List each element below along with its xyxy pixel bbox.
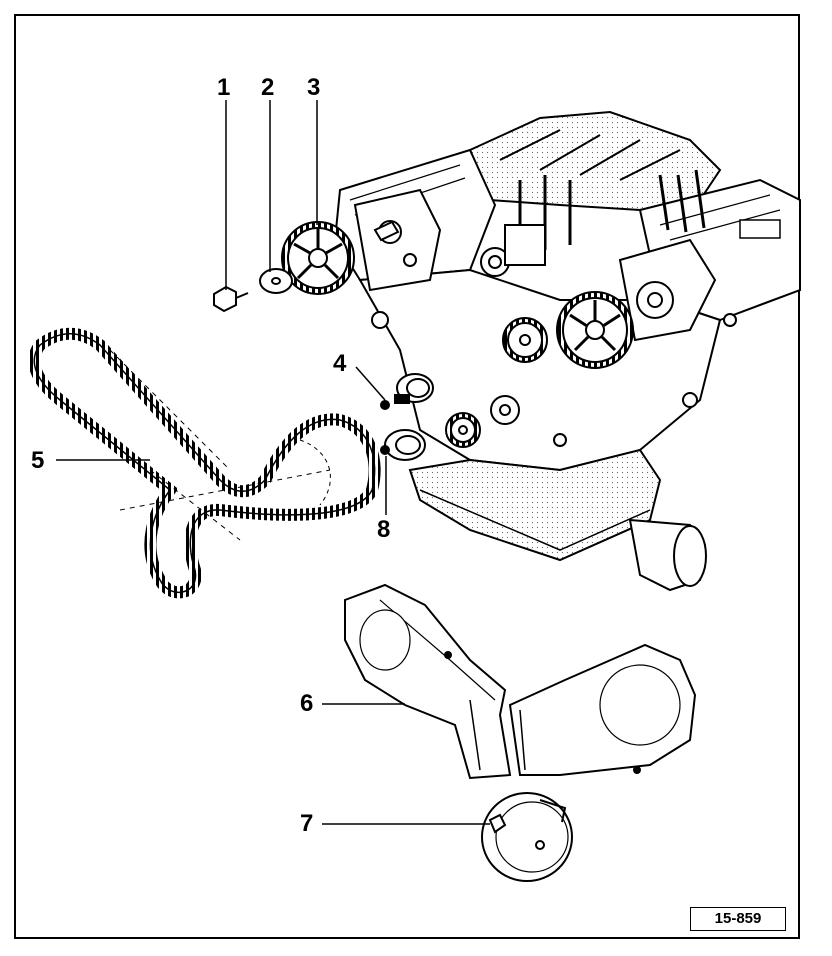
washer [259, 268, 293, 294]
callout-6: 6 [300, 690, 314, 717]
callout-4: 4 [333, 350, 347, 377]
engine-block [333, 110, 801, 592]
callout-8: 8 [377, 516, 391, 543]
callout-2: 2 [261, 74, 275, 101]
tensioner-roller [380, 373, 434, 410]
leader-line-4 [355, 366, 386, 401]
callout-1: 1 [217, 74, 231, 101]
shaft-key [373, 220, 400, 242]
water-pump-pulley [490, 395, 520, 425]
callout-5: 5 [31, 447, 45, 474]
idler-roller [380, 429, 426, 461]
timing-belt-cover [344, 583, 697, 780]
callout-7: 7 [300, 810, 314, 837]
callout-3: 3 [307, 74, 321, 101]
crankshaft-sprocket [445, 412, 481, 448]
diagram-border [14, 14, 800, 939]
camshaft-sprocket-right [556, 291, 634, 369]
bolt [213, 285, 249, 313]
intermediate-sprocket [502, 317, 548, 363]
toothed-timing-belt [28, 327, 381, 599]
leader-lines [56, 100, 490, 825]
cover-plate [481, 792, 573, 882]
figure-number: 15-859 [690, 907, 786, 931]
camshaft-sprocket-3 [281, 221, 355, 295]
